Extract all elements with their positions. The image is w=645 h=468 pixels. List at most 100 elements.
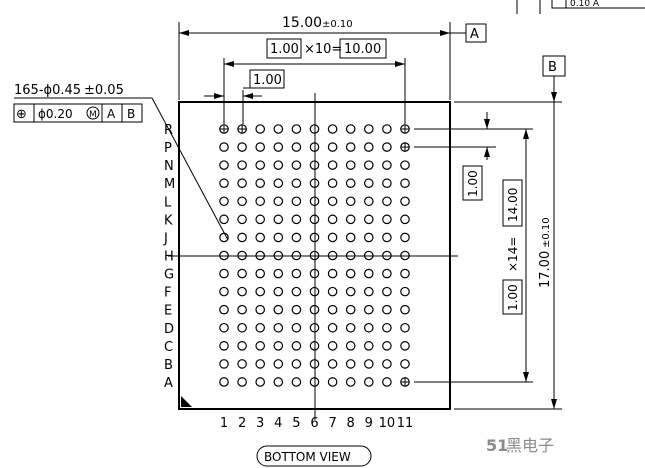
ball-F2 bbox=[237, 286, 247, 297]
corner-fragment-text: 0.10 A bbox=[570, 0, 600, 9]
column-label-6: 6 bbox=[310, 416, 318, 431]
column-label-11: 11 bbox=[397, 416, 414, 431]
fcf-datum-b: B bbox=[127, 107, 135, 121]
ball-P11 bbox=[400, 142, 410, 152]
ball-H4 bbox=[273, 250, 284, 261]
row-label-L: L bbox=[164, 195, 172, 210]
ball-A9 bbox=[363, 377, 374, 387]
ball-E5 bbox=[291, 304, 302, 315]
ball-G10 bbox=[382, 268, 392, 279]
ball-A1 bbox=[219, 377, 229, 387]
row-label-M: M bbox=[164, 177, 175, 192]
ball-J10 bbox=[382, 232, 392, 243]
ball-L4 bbox=[273, 196, 284, 207]
ball-E6 bbox=[309, 304, 320, 315]
ball-G11 bbox=[400, 268, 410, 279]
ball-R6 bbox=[309, 124, 320, 134]
width-dimension: 15.00 ±0.10 A bbox=[178, 15, 487, 100]
ball-H5 bbox=[291, 250, 302, 261]
ball-E2 bbox=[237, 304, 247, 315]
ball-A6 bbox=[309, 377, 320, 387]
ball-H3 bbox=[255, 250, 265, 261]
pitch-x-multiplier: ×10= bbox=[304, 42, 342, 57]
ball-P3 bbox=[255, 142, 265, 152]
ball-J3 bbox=[255, 232, 265, 243]
ball-C1 bbox=[219, 341, 229, 351]
datum-b-callout: B bbox=[542, 55, 566, 102]
row-label-R: R bbox=[164, 123, 173, 138]
ball-C3 bbox=[255, 341, 265, 351]
ball-P2 bbox=[237, 142, 247, 152]
height-tolerance: ±0.10 bbox=[541, 217, 552, 248]
ball-G5 bbox=[291, 268, 302, 279]
ball-J2 bbox=[237, 232, 247, 243]
ball-K3 bbox=[255, 214, 265, 225]
ball-B6 bbox=[309, 359, 320, 369]
ball-G1 bbox=[219, 268, 229, 279]
ball-P5 bbox=[291, 142, 302, 152]
ball-A11 bbox=[400, 377, 410, 387]
ball-H1 bbox=[219, 250, 229, 261]
ball-N2 bbox=[237, 160, 247, 170]
ball-K4 bbox=[273, 214, 284, 225]
corner-fragment: 0.10 A bbox=[516, 0, 645, 14]
ball-D7 bbox=[327, 322, 338, 333]
ball-grid bbox=[219, 124, 410, 387]
pitch-single-value: 1.00 bbox=[253, 73, 282, 88]
ball-D11 bbox=[400, 322, 410, 333]
ball-spec-callout: 165-ϕ0.45 ±0.05 ⊕ ϕ0.20 M A B bbox=[13, 83, 229, 241]
ball-B1 bbox=[219, 359, 229, 369]
ball-C9 bbox=[363, 341, 374, 351]
ball-D9 bbox=[363, 322, 374, 333]
ball-B11 bbox=[400, 359, 410, 369]
ball-P1 bbox=[219, 142, 229, 152]
ball-M3 bbox=[255, 178, 265, 189]
ball-B2 bbox=[237, 359, 247, 369]
ball-R1 bbox=[219, 124, 229, 134]
ball-L10 bbox=[382, 196, 392, 207]
ball-L6 bbox=[309, 196, 320, 207]
ball-E10 bbox=[382, 304, 392, 315]
ball-N6 bbox=[309, 160, 320, 170]
row-label-P: P bbox=[164, 141, 172, 156]
ball-G7 bbox=[327, 268, 338, 279]
pitch-y-box-top: 1.00 bbox=[466, 170, 480, 197]
row-label-A: A bbox=[164, 376, 173, 391]
ball-D6 bbox=[309, 322, 320, 333]
ball-J8 bbox=[345, 232, 356, 243]
ball-F1 bbox=[219, 286, 229, 297]
ball-M5 bbox=[291, 178, 302, 189]
ball-K6 bbox=[309, 214, 320, 225]
ball-L5 bbox=[291, 196, 302, 207]
ball-E1 bbox=[219, 304, 229, 315]
pitch-y-multiplier: ×14= bbox=[506, 237, 520, 272]
ball-J11 bbox=[400, 232, 410, 243]
ball-R7 bbox=[327, 124, 338, 134]
ball-F10 bbox=[382, 286, 392, 297]
pitch-y-dimension: 1.00 14.00 ×14= 1.00 bbox=[414, 112, 533, 383]
ball-spec-main: 165-ϕ0.45 bbox=[14, 83, 81, 98]
ball-J6 bbox=[309, 232, 320, 243]
ball-N8 bbox=[345, 160, 356, 170]
row-label-D: D bbox=[164, 322, 174, 337]
ball-P8 bbox=[345, 142, 356, 152]
ball-E9 bbox=[363, 304, 374, 315]
ball-D10 bbox=[382, 322, 392, 333]
ball-M7 bbox=[327, 178, 338, 189]
ball-M6 bbox=[309, 178, 320, 189]
ball-P6 bbox=[309, 142, 320, 152]
ball-C5 bbox=[291, 341, 302, 351]
fcf-tolerance-value: ϕ0.20 bbox=[38, 107, 73, 121]
ball-M8 bbox=[345, 178, 356, 189]
ball-R5 bbox=[291, 124, 302, 134]
ball-G2 bbox=[237, 268, 247, 279]
ball-N1 bbox=[219, 160, 229, 170]
pitch-x-total: 10.00 bbox=[344, 42, 381, 57]
ball-K8 bbox=[345, 214, 356, 225]
ball-H10 bbox=[382, 250, 392, 261]
ball-A10 bbox=[382, 377, 392, 387]
ball-E4 bbox=[273, 304, 284, 315]
ball-E8 bbox=[345, 304, 356, 315]
ball-K11 bbox=[400, 214, 410, 225]
